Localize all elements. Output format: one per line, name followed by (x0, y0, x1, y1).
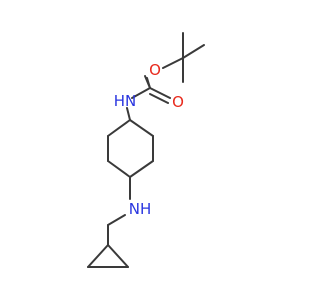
bond-ring-1 (129, 119, 154, 137)
bonds (87, 32, 205, 268)
bond-ring-4 (107, 160, 131, 178)
oxygen-ester-label: O (149, 61, 161, 79)
oxygen-carbonyl-label: O (172, 93, 184, 111)
bond-c-double-o-a (149, 87, 171, 99)
molecule-structure: O O HN NH (87, 32, 205, 268)
bond-c-double-o-b (149, 93, 169, 104)
structure-canvas: O O HN NH (87, 32, 205, 268)
bond-cp-1 (87, 244, 109, 268)
bond-tbu-to-o (162, 57, 184, 69)
amine-nh-label: NH (129, 200, 152, 218)
bond-ring-6 (107, 119, 131, 137)
bond-nh-to-ring (126, 107, 131, 121)
bond-cp-3 (107, 244, 129, 268)
atom-labels: O O HN NH (114, 61, 184, 218)
bond-carbonyl-to-nh (131, 87, 151, 99)
bond-o-carbonyl-c-2 (144, 75, 151, 89)
carbamate-nh-label: HN (114, 92, 137, 110)
bond-amine-to-ch2 (107, 214, 126, 226)
bond-tbu-me-right (182, 44, 205, 59)
bond-ring-3 (129, 160, 154, 178)
